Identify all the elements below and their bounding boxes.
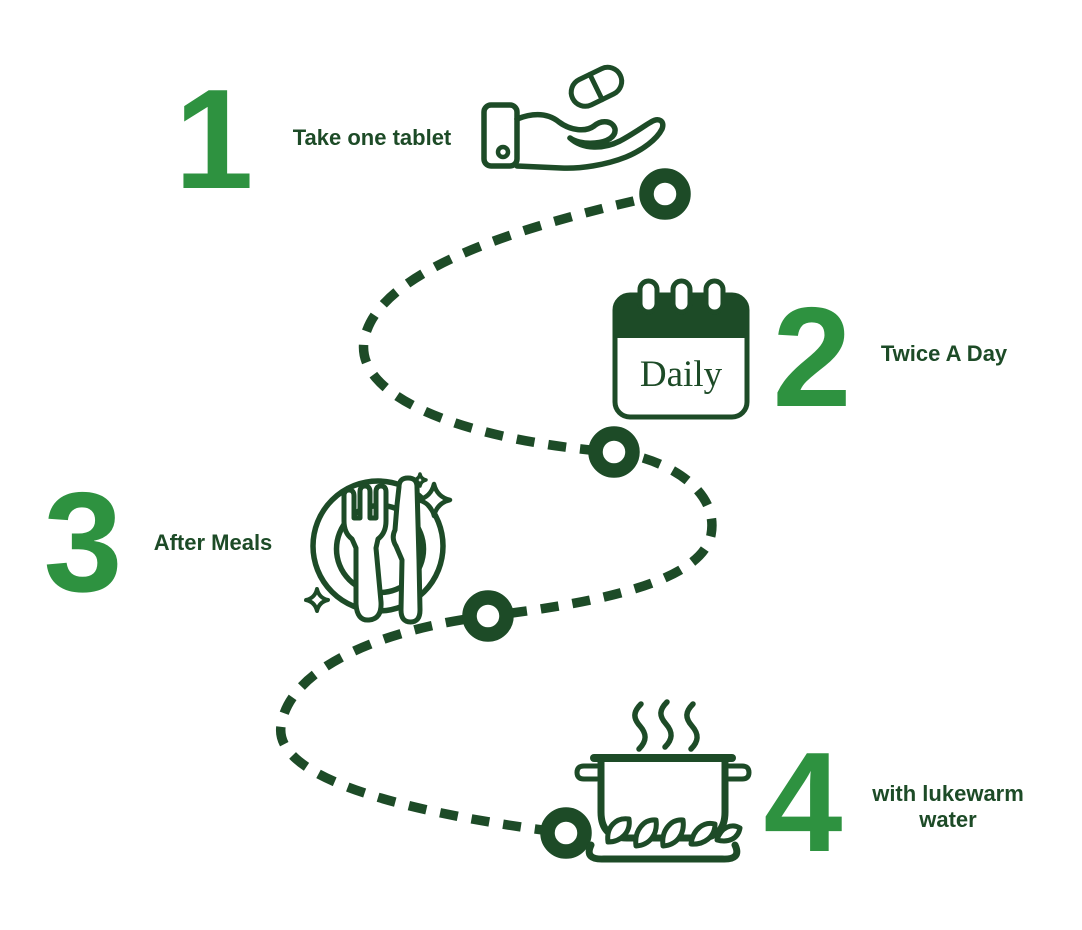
step-2-label: Twice A Day [881, 341, 1008, 366]
step-1-label: Take one tablet [293, 125, 452, 150]
open-palm [514, 112, 666, 171]
step-4-label-line2: water [918, 807, 977, 832]
capsule-pill-icon [568, 64, 625, 109]
cuff-button [495, 144, 511, 160]
knife-icon [390, 475, 423, 625]
step-2: Daily 2 Twice A Day [612, 278, 1008, 437]
step-3-label: After Meals [154, 530, 273, 555]
route-node-3 [462, 590, 514, 642]
steam-lines [632, 699, 700, 752]
step-1-number: 1 [175, 60, 254, 219]
pot-stand [585, 841, 741, 863]
pot-handle-right [726, 763, 752, 782]
route-node-2 [588, 426, 640, 478]
fork-icon [341, 483, 389, 623]
calendar-daily-text: Daily [640, 354, 723, 395]
sparkle-icon-large [415, 481, 453, 519]
daily-calendar-icon: Daily [612, 278, 750, 420]
route-dashed-path [276, 189, 717, 838]
hand-holding-pill-icon [481, 64, 666, 171]
calendar-rings [637, 278, 726, 315]
steaming-pot-icon [574, 699, 752, 863]
plate-cutlery-icon [304, 472, 453, 625]
step-4-number: 4 [764, 723, 843, 882]
sparkle-icon-small [304, 587, 330, 613]
flame-leaves [605, 816, 743, 849]
step-3-number: 3 [44, 463, 123, 622]
step-3: 3 After Meals [44, 463, 453, 625]
route-node-4 [540, 807, 592, 859]
step-1: 1 Take one tablet [175, 60, 666, 219]
pot-handle-left [574, 763, 600, 782]
route-node-1 [639, 168, 691, 220]
step-2-number: 2 [773, 278, 852, 437]
step-4-label-line1: with lukewarm [871, 781, 1024, 806]
step-4: 4 with lukewarm water [574, 699, 1024, 882]
